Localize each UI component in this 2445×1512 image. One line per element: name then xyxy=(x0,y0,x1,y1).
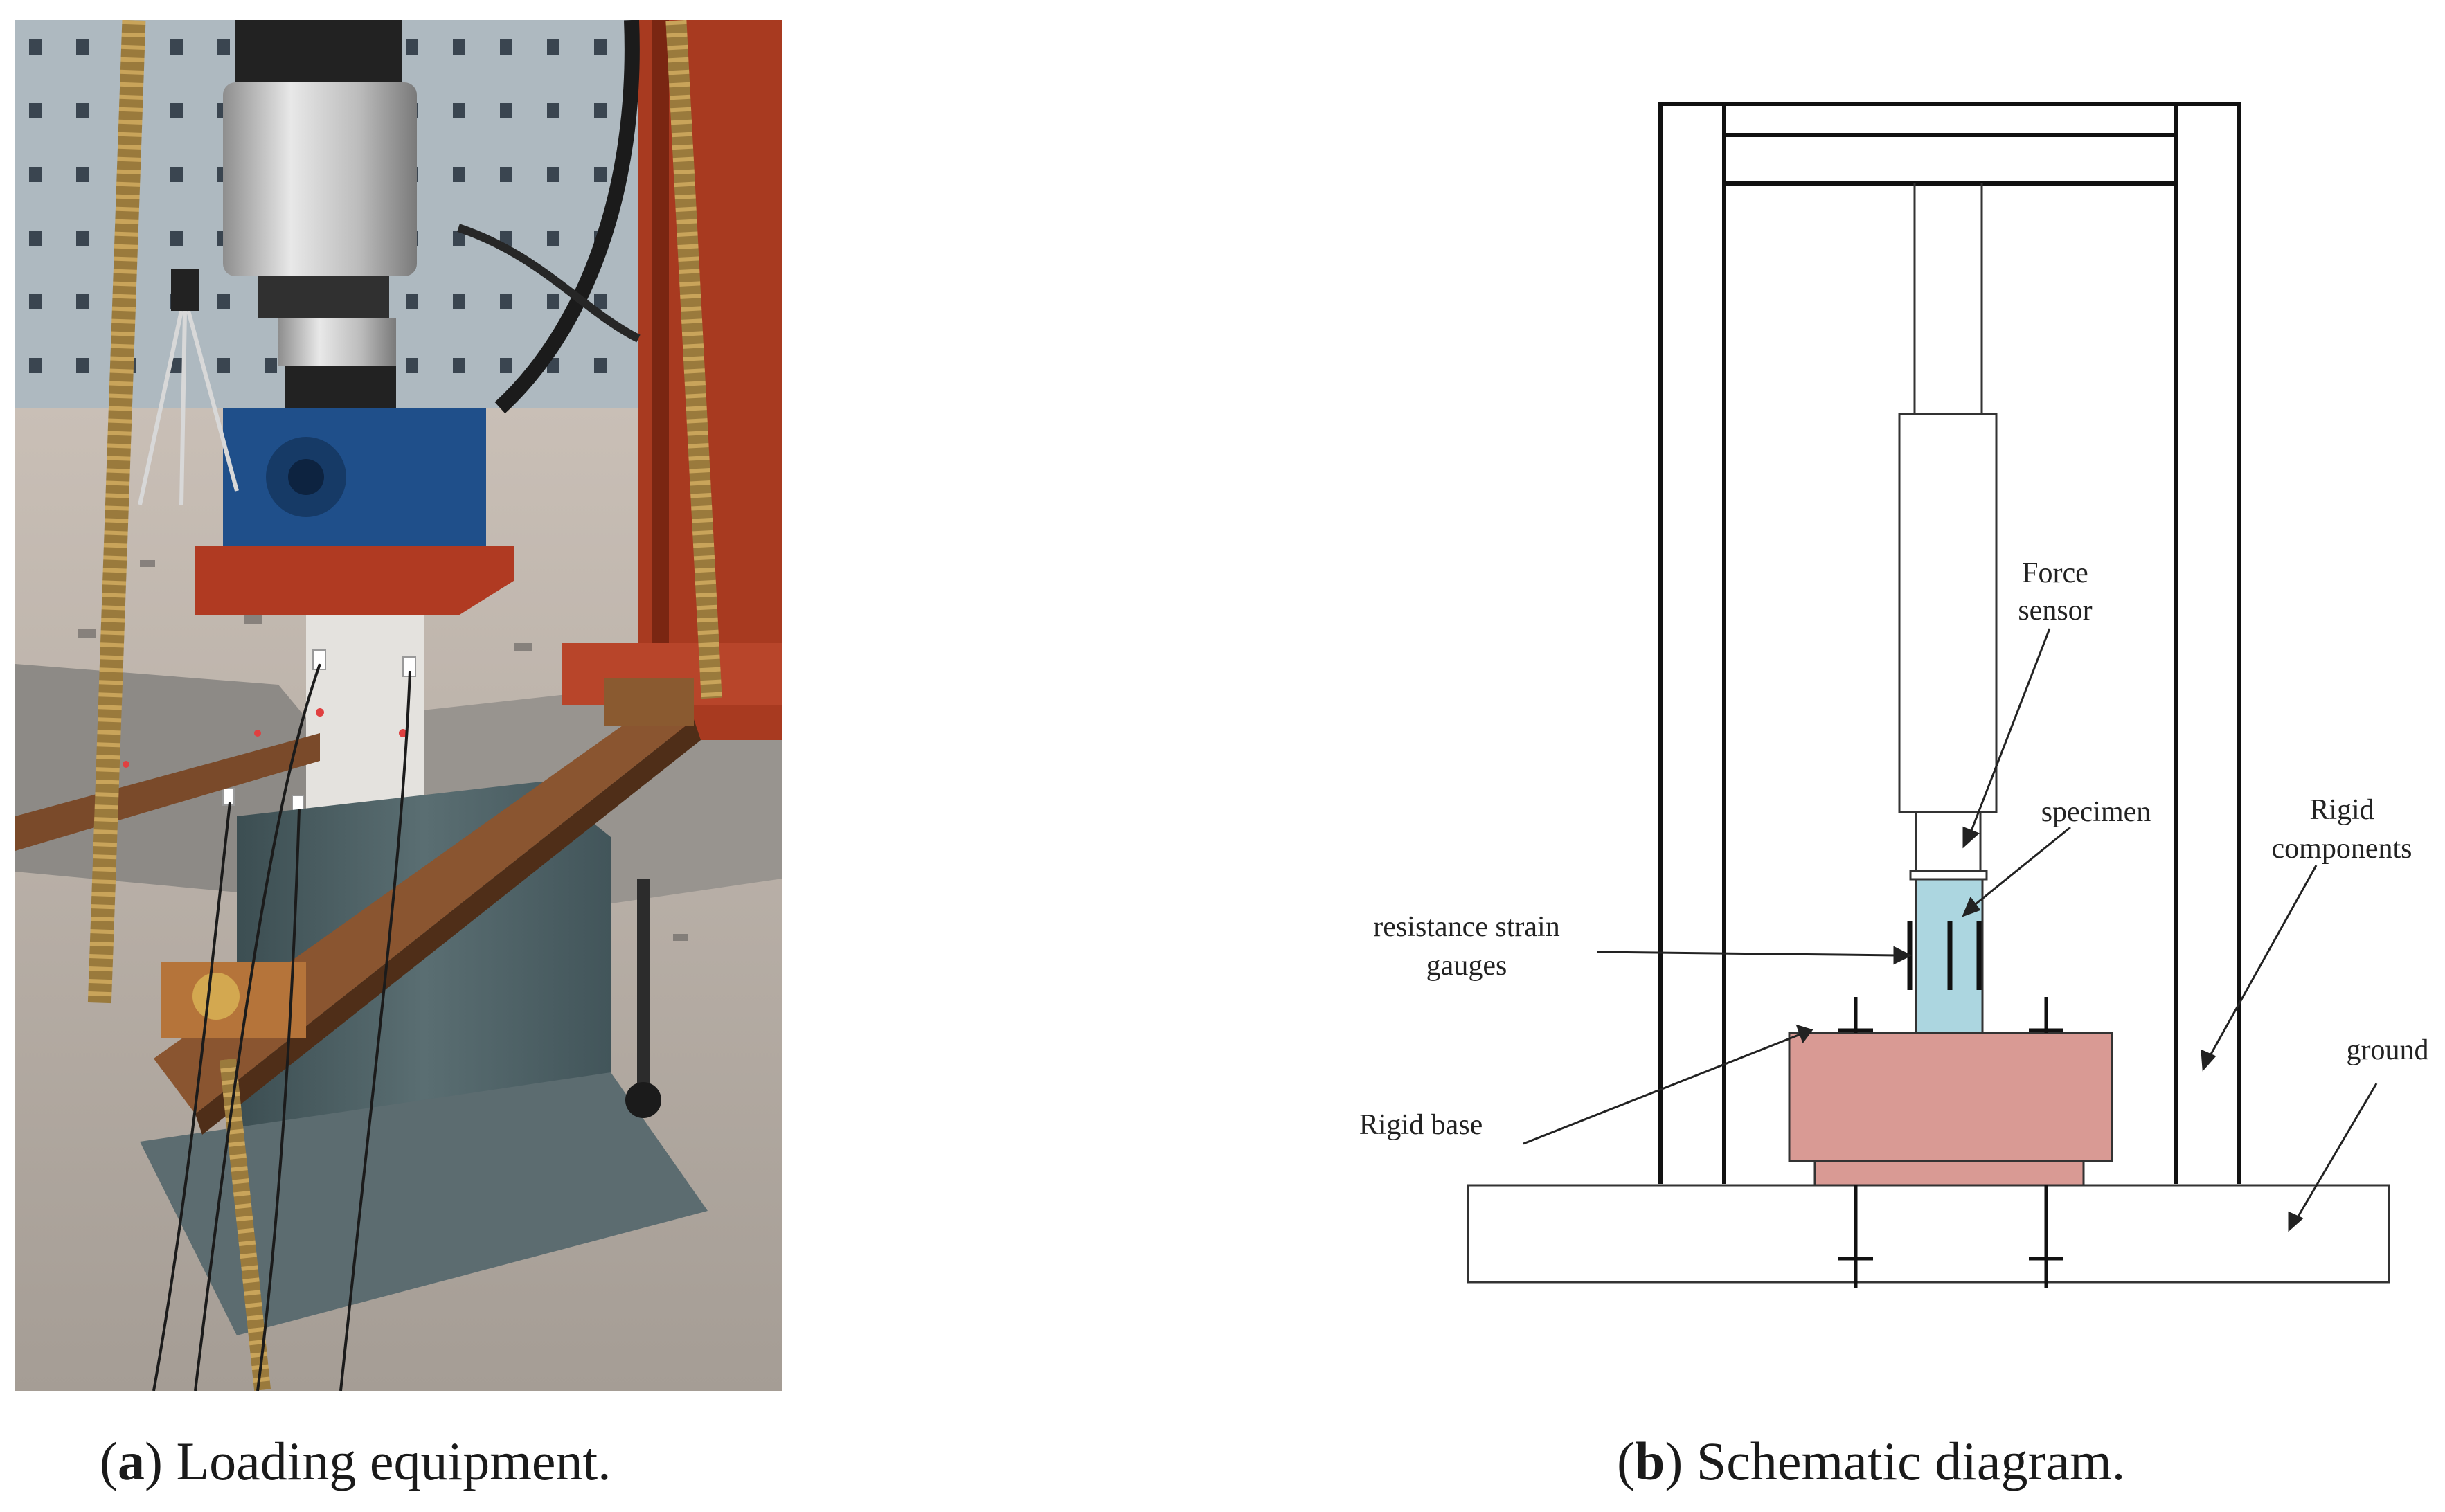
camera-tripod xyxy=(138,310,239,505)
anchor-plate xyxy=(604,678,694,726)
actuator-piston xyxy=(278,318,396,366)
actuator-bellows xyxy=(235,20,402,82)
label-force-sensor: Force xyxy=(2022,557,2088,589)
caption-a-letter: a xyxy=(117,1431,145,1491)
leader-line xyxy=(2295,1083,2378,1221)
hydraulic-hose xyxy=(494,20,640,414)
rigid-base xyxy=(1788,1032,2113,1162)
loading-plate xyxy=(1909,870,1988,881)
label-rigid-components: Rigid xyxy=(2309,794,2374,826)
caption-a-text: Loading equipment. xyxy=(162,1431,611,1491)
actuator-ring xyxy=(285,366,396,408)
leader-line xyxy=(1969,628,2051,835)
specimen-column xyxy=(306,615,424,816)
hydraulic-hose xyxy=(457,224,641,343)
leader-line xyxy=(1597,951,1898,957)
actuator-cylinder xyxy=(223,82,417,276)
threaded-rebar xyxy=(665,20,722,699)
anchor-nut xyxy=(192,973,240,1020)
arrowhead xyxy=(1962,897,1981,917)
caption-b: (b) Schematic diagram. xyxy=(1617,1431,2126,1491)
arrowhead xyxy=(1795,1024,1813,1044)
rusty-crossbeam-shadow xyxy=(195,719,701,1135)
label-specimen: specimen xyxy=(2041,796,2151,828)
caption-b-letter: b xyxy=(1634,1431,1665,1491)
schematic-diagram: Force sensor specimen Rigid components r… xyxy=(1359,102,2429,1288)
red-loading-plate xyxy=(195,546,514,615)
gauge-cables xyxy=(152,663,411,1391)
blue-hinge-block xyxy=(223,408,486,546)
label-strain-gauges: gauges xyxy=(1426,950,1507,982)
label-strain-gauges: resistance strain xyxy=(1373,911,1559,943)
caption-a: (a) Loading equipment. xyxy=(100,1431,611,1491)
rigid-base-lower xyxy=(1813,1160,2085,1187)
red-steel-frame xyxy=(652,20,669,699)
loading-equipment-photo xyxy=(15,20,782,1391)
rigid-frame-outer xyxy=(1658,102,2241,1184)
label-ground: ground xyxy=(2347,1034,2429,1066)
label-rigid-base: Rigid base xyxy=(1359,1109,1483,1141)
caption-b-text: Schematic diagram. xyxy=(1683,1431,2126,1491)
bolt-hole xyxy=(625,1082,661,1118)
actuator-ring xyxy=(258,276,389,318)
threaded-rebar xyxy=(219,1059,271,1391)
rusty-crossbeam xyxy=(15,733,320,851)
label-rigid-components: components xyxy=(2272,833,2412,865)
ground xyxy=(1467,1184,2390,1284)
leader-line xyxy=(1523,1033,1801,1145)
arrowhead xyxy=(2288,1211,2304,1232)
leader-line xyxy=(1971,826,2071,908)
arrowhead xyxy=(1962,826,1980,849)
camera xyxy=(171,269,199,311)
leader-line xyxy=(2207,865,2318,1059)
anchor-bolt xyxy=(637,879,650,1107)
arrowhead xyxy=(2201,1049,2216,1072)
label-force-sensor: sensor xyxy=(2018,595,2092,627)
hinge-pin xyxy=(288,459,324,495)
force-sensor xyxy=(1898,413,1998,813)
arrowhead xyxy=(1893,946,1913,965)
threaded-rebar xyxy=(87,20,146,1004)
